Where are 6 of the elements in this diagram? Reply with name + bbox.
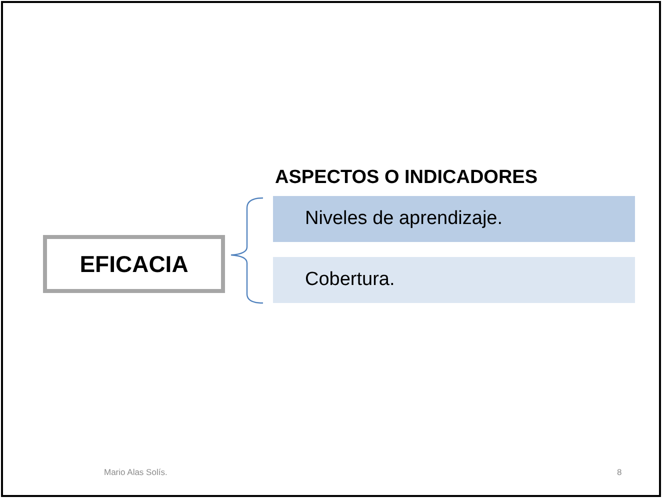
indicator-bar: Cobertura. <box>273 257 635 303</box>
concept-box: EFICACIA <box>43 235 225 293</box>
page-number: 8 <box>617 467 622 477</box>
heading: ASPECTOS O INDICADORES <box>275 167 538 189</box>
author-credit: Mario Alas Solís. <box>104 467 168 477</box>
indicator-bar: Niveles de aprendizaje. <box>273 196 635 242</box>
